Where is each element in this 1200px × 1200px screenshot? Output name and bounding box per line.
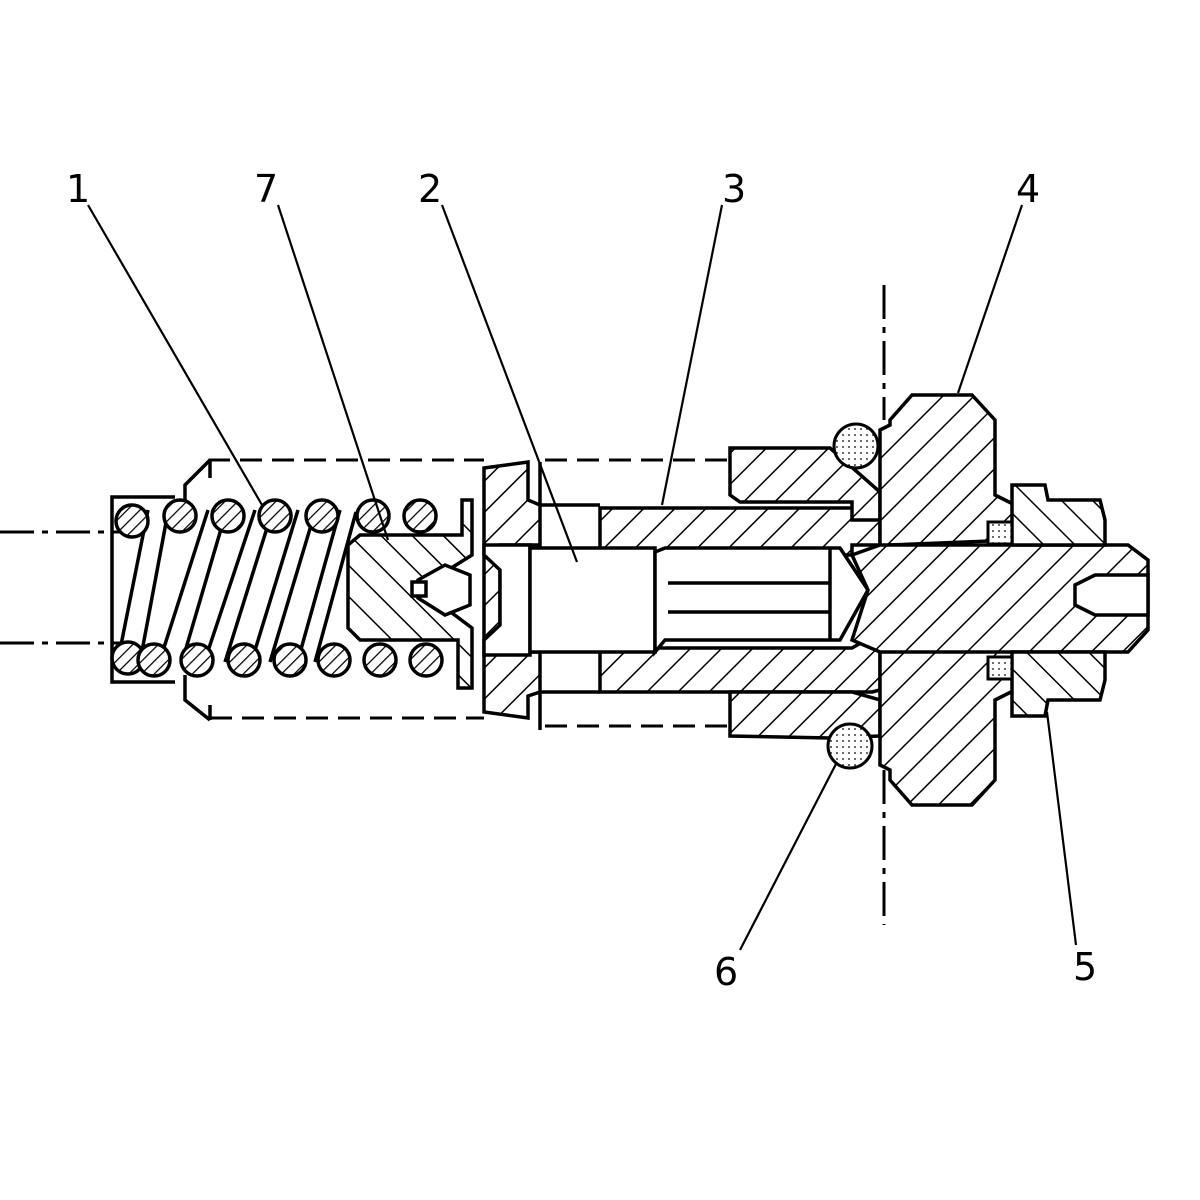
- o-rings: [826, 422, 880, 770]
- leader-lines: [87, 204, 1078, 951]
- callout-6: 6: [714, 950, 738, 994]
- callout-labels: 1 7 2 3 4 6 5: [66, 167, 1097, 994]
- callout-7: 7: [254, 167, 278, 211]
- callout-5: 5: [1073, 945, 1097, 989]
- spring-seat: [346, 498, 474, 690]
- callout-1: 1: [66, 167, 90, 211]
- retaining-ring: [986, 483, 1107, 718]
- spring-end-cup: [110, 495, 175, 684]
- axis-lines: [0, 285, 886, 925]
- callout-4: 4: [1016, 167, 1040, 211]
- callout-2: 2: [418, 167, 442, 211]
- piston: [482, 543, 871, 657]
- spring: [110, 498, 444, 678]
- housing-outline: [183, 458, 730, 728]
- callout-3: 3: [722, 167, 746, 211]
- stem: [849, 543, 1150, 654]
